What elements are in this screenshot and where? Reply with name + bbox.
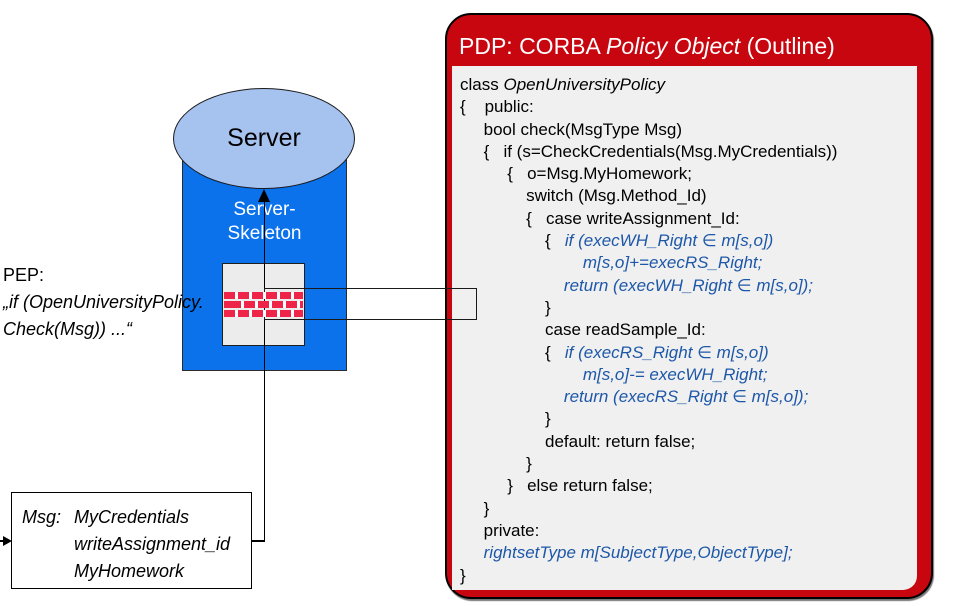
brick-row [224, 292, 303, 299]
code-line: { public: [460, 97, 534, 117]
code-line: } [460, 297, 551, 317]
code-line: default: return false; [460, 431, 696, 451]
code-line: case readSample_Id: [460, 320, 706, 340]
pdp-title-italic: Policy Object [605, 33, 741, 59]
pdp-code: class OpenUniversityPolicy { public: bool… [452, 66, 917, 590]
pep-code-line1: „if (OpenUniversityPolicy. [3, 292, 204, 312]
msg-row: Msg: MyCredentials [22, 504, 251, 531]
server-ellipse: Server [173, 88, 355, 189]
code-line: m[s,o]-= execWH_Right; [582, 364, 768, 384]
code-line: { if (execRS_Right ∈ m[s,o]) [460, 342, 769, 362]
code-line: switch (Msg.Method_Id) [460, 186, 707, 206]
code-line: } [460, 454, 532, 474]
arrow-right-icon [3, 536, 12, 546]
message-flow-line [263, 198, 265, 542]
msg-line-credentials: MyCredentials [74, 507, 190, 527]
code-line: { o=Msg.MyHomework; [460, 164, 692, 184]
code-line: return (execRS_Right ∈ m[s,o]); [563, 387, 809, 407]
pep-label: PEP: [3, 265, 45, 285]
msg-box-connector-line [252, 540, 265, 542]
pdp-title-prefix: PDP: CORBA [459, 33, 606, 59]
brick-row [224, 310, 303, 317]
code-line: { if (s=CheckCredentials(Msg.MyCredentia… [460, 141, 838, 161]
code-line: } [460, 565, 466, 585]
code-line: class OpenUniversityPolicy [460, 75, 666, 94]
pdp-policy-box: PDP: CORBA Policy Object (Outline) class… [445, 13, 933, 599]
code-line: } [460, 409, 551, 429]
server-label: Server [227, 124, 301, 152]
msg-box: Msg: MyCredentials writeAssignment_id My… [11, 492, 252, 589]
code-line: } [460, 498, 490, 518]
code-line: { case writeAssignment_Id: [460, 208, 740, 228]
msg-line-homework: MyHomework [74, 561, 185, 581]
brick-row [224, 301, 303, 308]
msg-line-write-assignment: writeAssignment_id [74, 534, 231, 554]
arrow-up-icon [258, 189, 270, 202]
code-line: return (execWH_Right ∈ m[s,o]); [563, 275, 814, 295]
code-line: bool check(MsgType Msg) [460, 119, 683, 139]
msg-label: Msg: [22, 507, 62, 527]
pdp-title: PDP: CORBA Policy Object (Outline) [447, 15, 931, 65]
firewall-brick-icon [224, 292, 303, 320]
code-line: m[s,o]+=execRS_Right; [582, 253, 763, 273]
pep-code-line2: Check(Msg)) ...“ [3, 319, 133, 339]
code-line: { if (execWH_Right ∈ m[s,o]) [460, 231, 774, 251]
pep-annotation: PEP: „if (OpenUniversityPolicy. Check(Ms… [3, 262, 204, 343]
code-line: } else return false; [460, 476, 653, 496]
code-line: private: [460, 520, 540, 540]
code-line: rightsetType m[SubjectType,ObjectType]; [483, 543, 793, 563]
pdp-title-suffix: (Outline) [740, 33, 835, 59]
